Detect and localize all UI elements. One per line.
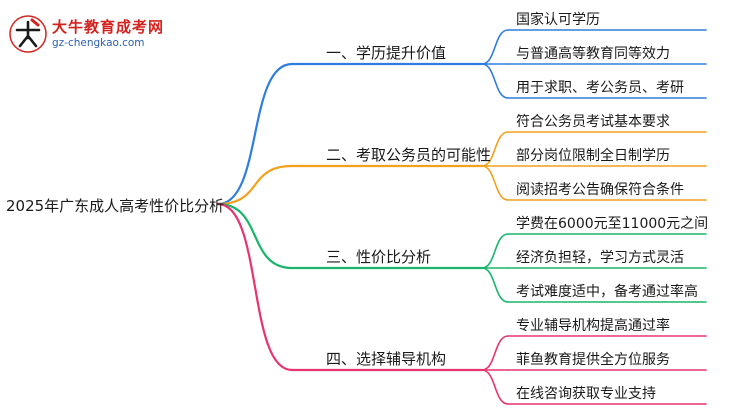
branch-node-4: 四、选择辅导机构: [326, 350, 447, 368]
branch-node-2: 二、考取公务员的可能性: [326, 146, 492, 164]
leaf-node-1-2: 与普通高等教育同等效力: [516, 46, 670, 62]
daniu-logo-icon: [9, 15, 47, 53]
logo-title: 大牛教育成考网: [52, 18, 165, 36]
connector-branch-3-leaf-1: [481, 233, 509, 269]
connector-root-branch-1: [216, 62, 294, 206]
connector-branch-2-leaf-1: [481, 131, 509, 167]
connector-branch-1-leaf-3: [481, 63, 509, 99]
connector-root-branch-3: [216, 202, 294, 270]
connector-branch-4-leaf-1: [481, 335, 509, 371]
connector-branch-3-leaf-3: [481, 267, 509, 303]
connector-branch-4-leaf-3: [481, 369, 509, 405]
leaf-node-2-3: 阅读招考公告确保符合条件: [516, 182, 684, 198]
leaf-node-4-1: 专业辅导机构提高通过率: [516, 318, 670, 334]
branch-node-3: 三、性价比分析: [326, 248, 432, 266]
leaf-node-4-3: 在线咨询获取专业支持: [516, 386, 656, 402]
mindmap-root-node: 2025年广东成人高考性价比分析: [6, 197, 225, 215]
leaf-node-1-1: 国家认可学历: [516, 12, 600, 28]
leaf-node-3-3: 考试难度适中，备考通过率高: [516, 284, 698, 300]
leaf-node-3-1: 学费在6000元至11000元之间: [516, 216, 709, 232]
brand-logo: 大牛教育成考网 gz-chengkao.com: [8, 14, 198, 54]
leaf-node-4-2: 菲鱼教育提供全方位服务: [516, 352, 670, 368]
logo-url: gz-chengkao.com: [52, 37, 145, 49]
leaf-node-2-1: 符合公务员考试基本要求: [516, 114, 670, 130]
leaf-node-2-2: 部分岗位限制全日制学历: [516, 148, 670, 164]
leaf-node-3-2: 经济负担轻，学习方式灵活: [516, 250, 684, 266]
connector-branch-2-leaf-3: [481, 165, 509, 201]
connector-root-branch-2: [216, 164, 294, 206]
branch-node-1: 一、学历提升价值: [326, 44, 447, 62]
connector-root-branch-4: [216, 202, 294, 372]
connector-branch-1-leaf-1: [481, 29, 509, 65]
leaf-node-1-3: 用于求职、考公务员、考研: [516, 80, 684, 96]
